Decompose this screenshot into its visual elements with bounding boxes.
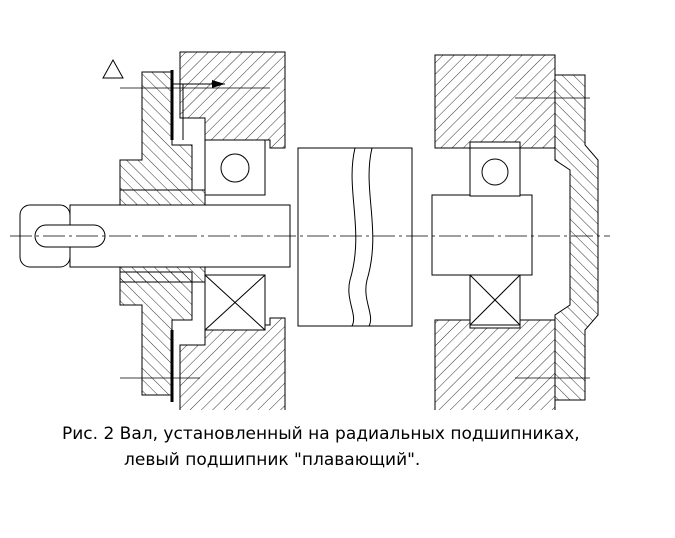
left-end-cap: [119, 70, 193, 402]
right-bearing: [469, 147, 521, 326]
right-end-cap: [554, 74, 599, 401]
center-lines: [10, 87, 610, 379]
figure-caption-line1: Рис. 2 Вал, установленный на радиальных …: [62, 424, 580, 444]
gap-indicator: [102, 58, 225, 140]
left-bearing: [204, 139, 266, 331]
right-housing: [434, 54, 556, 410]
left-housing: [179, 51, 286, 410]
center-drum: [297, 147, 413, 327]
figure-caption-line2: левый подшипник "плавающий".: [124, 450, 421, 470]
shaft-bearing-drawing: [10, 51, 610, 410]
